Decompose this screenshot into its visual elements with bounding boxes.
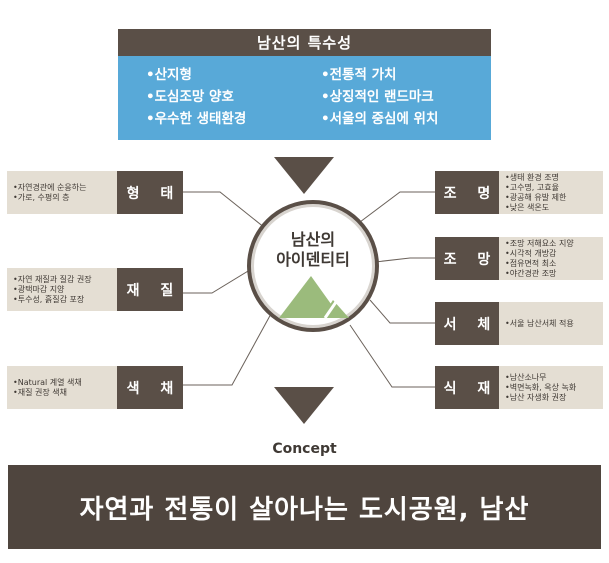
- down-arrow-icon: [274, 387, 334, 424]
- identity-row-color: Natural 계열 색채 재질 권장 색채 색 채: [7, 366, 183, 409]
- identity-circle: 남산의 아이덴티티: [247, 200, 379, 332]
- mountain-icon: [279, 276, 349, 319]
- connector-line: [374, 257, 435, 263]
- specialty-item: 우수한 생태환경: [146, 108, 247, 130]
- desc-item: 남산 자생화 권장: [505, 393, 599, 403]
- connector-line: [349, 324, 435, 388]
- connector-line: [183, 311, 273, 386]
- specialty-item: 상징적인 랜드마크: [321, 86, 438, 108]
- connector-line: [351, 191, 435, 229]
- row-label: 색 채: [117, 366, 183, 409]
- desc-item: 벽면녹화, 옥상 녹화: [505, 383, 599, 393]
- specialty-list-right: 전통적 가치 상징적인 랜드마크 서울의 중심에 위치: [321, 64, 439, 130]
- row-description: 자연경관에 순응하는 가로, 수평의 층: [7, 171, 117, 214]
- connector-line: [183, 264, 259, 294]
- concept-banner: 자연과 전통이 살아나는 도시공원, 남산: [8, 465, 601, 549]
- desc-item: 서울 남산서체 적용: [505, 319, 599, 329]
- desc-item: 투수성, 흙질감 포장: [13, 295, 113, 305]
- row-label: 조 망: [435, 237, 499, 280]
- identity-title-line1: 남산의: [290, 230, 336, 249]
- specialty-panel: 산지형 도심조망 양호 우수한 생태환경 전통적 가치 상징적인 랜드마크 서울…: [118, 56, 491, 140]
- specialty-header: 남산의 특수성: [118, 29, 491, 56]
- row-description: 생태 환경 조명 고수명, 고효율 광공해 유발 제한 낮은 색온도: [499, 171, 603, 214]
- identity-row-material: 자연 재질과 질감 권장 광택마감 지양 투수성, 흙질감 포장 재 질: [7, 268, 183, 311]
- row-description: 서울 남산서체 적용: [499, 302, 603, 345]
- row-description: Natural 계열 색채 재질 권장 색채: [7, 366, 117, 409]
- identity-row-typeface: 서 체 서울 남산서체 적용: [435, 302, 603, 345]
- desc-item: 남산소나무: [505, 373, 599, 383]
- connector-line: [369, 299, 435, 324]
- desc-item: 야간경관 조망: [505, 269, 599, 279]
- concept-label: Concept: [272, 441, 337, 457]
- specialty-item: 도심조망 양호: [146, 86, 246, 108]
- row-label: 조 명: [435, 171, 499, 214]
- row-description: 남산소나무 벽면녹화, 옥상 녹화 남산 자생화 권장: [499, 366, 603, 409]
- identity-row-view: 조 망 조망 저해요소 지양 시각적 개방감 점유면적 최소 야간경관 조망: [435, 237, 603, 280]
- desc-item: 시각적 개방감: [505, 249, 599, 259]
- desc-item: 자연경관에 순응하는: [13, 183, 113, 193]
- identity-title-line2: 아이덴티티: [276, 250, 350, 269]
- desc-item: 점유면적 최소: [505, 259, 599, 269]
- row-label: 재 질: [117, 268, 183, 311]
- down-arrow-icon: [274, 157, 334, 194]
- connector-line: [183, 191, 271, 233]
- specialty-item: 서울의 중심에 위치: [321, 108, 439, 130]
- row-label: 형 태: [117, 171, 183, 214]
- desc-item: 조망 저해요소 지양: [505, 239, 599, 249]
- desc-item: 가로, 수평의 층: [13, 193, 113, 203]
- specialty-list-left: 산지형 도심조망 양호 우수한 생태환경: [146, 64, 247, 130]
- specialty-item: 전통적 가치: [321, 64, 438, 86]
- row-description: 자연 재질과 질감 권장 광택마감 지양 투수성, 흙질감 포장: [7, 268, 117, 311]
- desc-item: 광택마감 지양: [13, 285, 113, 295]
- identity-row-planting: 식 재 남산소나무 벽면녹화, 옥상 녹화 남산 자생화 권장: [435, 366, 603, 409]
- desc-item: 광공해 유발 제한: [505, 193, 599, 203]
- desc-item: Natural 계열 색채: [13, 378, 113, 388]
- row-label: 서 체: [435, 302, 499, 345]
- desc-item: 재질 권장 색채: [13, 388, 113, 398]
- desc-item: 생태 환경 조명: [505, 173, 599, 183]
- row-label: 식 재: [435, 366, 499, 409]
- desc-item: 고수명, 고효율: [505, 183, 599, 193]
- identity-row-shape: 자연경관에 순응하는 가로, 수평의 층 형 태: [7, 171, 183, 214]
- identity-row-lighting: 조 명 생태 환경 조명 고수명, 고효율 광공해 유발 제한 낮은 색온도: [435, 171, 603, 214]
- desc-item: 자연 재질과 질감 권장: [13, 275, 113, 285]
- desc-item: 낮은 색온도: [505, 203, 599, 213]
- specialty-item: 산지형: [146, 64, 246, 86]
- row-description: 조망 저해요소 지양 시각적 개방감 점유면적 최소 야간경관 조망: [499, 237, 603, 280]
